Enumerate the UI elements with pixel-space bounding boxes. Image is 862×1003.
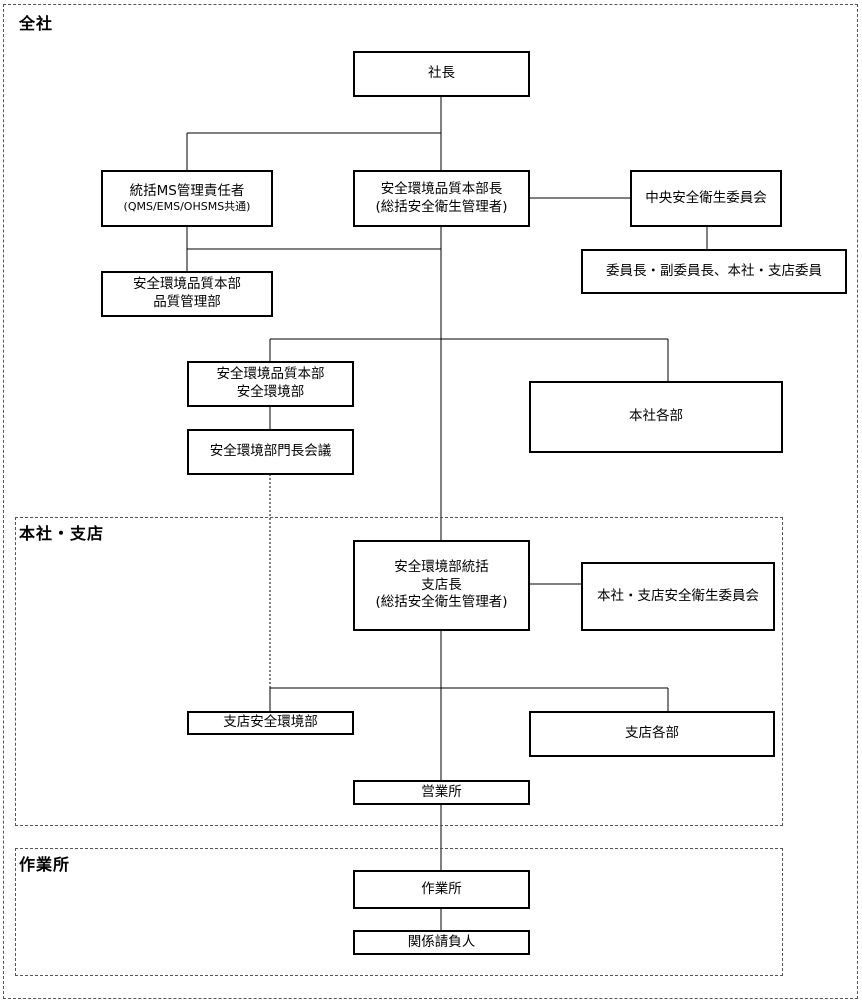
branch-she-dept-label: 支店安全環境部 (223, 714, 318, 731)
she-dept-box: 安全環境品質本部 安全環境部 (187, 361, 354, 407)
branch-head-line1: 安全環境部統括 (394, 559, 489, 576)
quality-mgmt-dept-box: 安全環境品質本部 品質管理部 (101, 271, 273, 317)
quality-mgmt-dept-line2: 品質管理部 (153, 294, 221, 310)
ms-manager-subtitle: (QMS/EMS/OHSMS共通) (123, 200, 251, 214)
region-head-branch-label: 本社・支店 (19, 524, 105, 543)
region-company-label: 全社 (19, 14, 54, 33)
branch-head-line2: 支店長 (421, 576, 462, 593)
she-hq-head-title: 安全環境品質本部長 (380, 180, 503, 197)
region-head-branch (15, 517, 783, 826)
committee-members-label: 委員長・副委員長、本社・支店委員 (606, 262, 822, 279)
subcontractors-label: 関係請負人 (407, 933, 476, 950)
committee-members-box: 委員長・副委員長、本社・支店委員 (581, 249, 847, 294)
sales-office-box: 営業所 (353, 780, 530, 805)
president-box: 社長 (353, 51, 530, 97)
region-worksite (15, 848, 783, 976)
branch-head-line3: (総括安全衛生管理者) (375, 594, 508, 611)
ms-manager-box: 統括MS管理責任者 (QMS/EMS/OHSMS共通) (101, 170, 273, 227)
president-label: 社長 (428, 65, 455, 82)
central-committee-label: 中央安全衛生委員会 (645, 189, 767, 206)
branch-committee-box: 本社・支店安全衛生委員会 (581, 562, 775, 631)
hq-departments-box: 本社各部 (529, 381, 783, 453)
central-committee-box: 中央安全衛生委員会 (630, 170, 782, 227)
she-hq-head-subtitle: (総括安全衛生管理者) (375, 198, 508, 215)
branch-departments-label: 支店各部 (625, 725, 679, 742)
she-dept-heads-meeting-label: 安全環境部門長会議 (209, 443, 332, 460)
ms-manager-title: 統括MS管理責任者 (129, 182, 245, 199)
region-worksite-label: 作業所 (19, 855, 71, 874)
worksite-label: 作業所 (421, 880, 462, 897)
she-dept-line1: 安全環境品質本部 (216, 366, 325, 383)
quality-mgmt-dept-line1: 安全環境品質本部 (133, 276, 241, 293)
worksite-box: 作業所 (353, 870, 530, 909)
she-hq-head-box: 安全環境品質本部長 (総括安全衛生管理者) (353, 170, 530, 227)
hq-departments-label: 本社各部 (629, 408, 683, 425)
branch-committee-label: 本社・支店安全衛生委員会 (597, 587, 759, 604)
she-dept-heads-meeting-box: 安全環境部門長会議 (187, 429, 354, 475)
branch-she-dept-box: 支店安全環境部 (187, 711, 354, 735)
branch-head-box: 安全環境部統括 支店長 (総括安全衛生管理者) (353, 540, 530, 631)
region-company (3, 4, 858, 999)
subcontractors-box: 関係請負人 (353, 930, 530, 955)
branch-departments-box: 支店各部 (529, 711, 775, 757)
sales-office-label: 営業所 (421, 783, 462, 800)
she-dept-line2: 安全環境部 (236, 384, 305, 400)
